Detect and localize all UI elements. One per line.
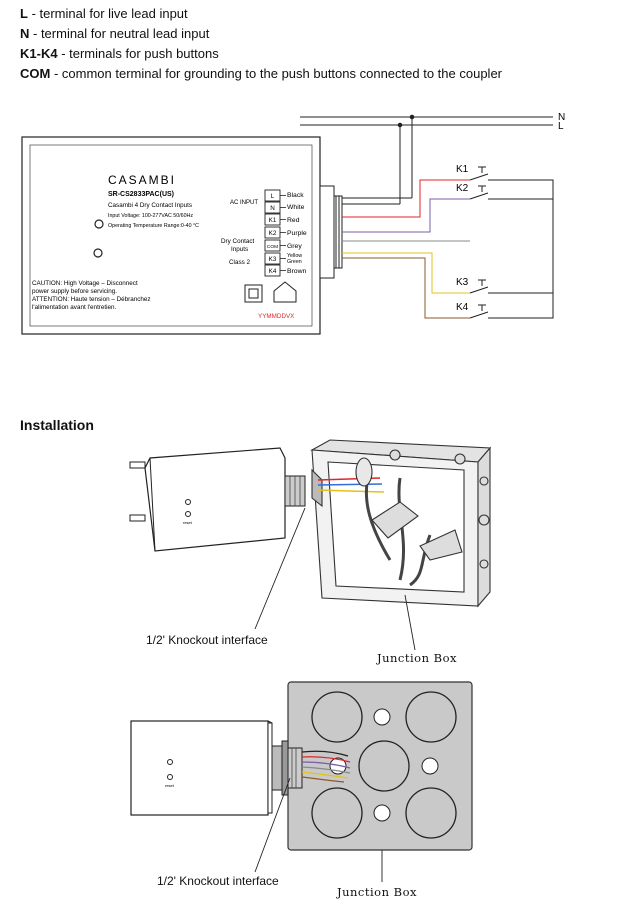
installation-device-1: reset — [129, 447, 306, 552]
button-label: K4 — [456, 302, 469, 313]
terminal-com: COM — [264, 239, 286, 252]
class-label: Class 2 — [229, 259, 250, 266]
wire-brown — [342, 257, 470, 319]
wire-label-purple: Purple — [287, 230, 307, 237]
wires — [342, 179, 554, 319]
legend-row-com: COM - common terminal for grounding to t… — [20, 66, 502, 81]
button-label: K1 — [456, 164, 469, 175]
push-button-k1: K1 — [456, 164, 489, 181]
ac-input-label: AC INPUT — [230, 200, 258, 206]
junction-callout-2: Junction Box — [337, 885, 418, 899]
button-label: K3 — [456, 277, 469, 288]
push-button-k3: K3 — [456, 277, 489, 294]
label-n: N — [558, 112, 565, 123]
terminal-label: COM — [267, 244, 278, 250]
wire-label-brown: Brown — [287, 268, 306, 275]
legend-row-k: K1-K4 - terminals for push buttons — [20, 46, 219, 61]
terminal-label: N — [270, 205, 275, 212]
push-button-k4: K4 — [456, 302, 489, 319]
wire-yellow — [342, 252, 470, 294]
junction-box-3d — [310, 439, 492, 608]
caution-line-2: power supply before servicing. — [32, 288, 117, 295]
knockout-callout-2: 1/2' Knockout interface — [157, 874, 279, 888]
terminal-label: L — [271, 193, 275, 200]
terminal-n: N — [264, 201, 286, 214]
attention-line-1: ATTENTION: Haute tension – Débranchez — [32, 296, 151, 303]
junction-box-top — [287, 681, 473, 851]
wire-label-green: Green — [287, 259, 302, 265]
legend-row-l: L - terminal for live lead input — [20, 6, 188, 21]
wire-label-white: White — [287, 204, 305, 211]
wire-label-red: Red — [287, 217, 300, 224]
terminal-label: K1 — [269, 217, 277, 224]
installation-wires-2 — [301, 750, 351, 783]
date-code: YYMMDDVX — [258, 313, 295, 320]
cable-gland — [319, 185, 343, 279]
terminal-label: K2 — [269, 230, 277, 237]
junction-callout-1: Junction Box — [377, 651, 458, 665]
legend-row-n: N - terminal for neutral lead input — [20, 26, 210, 41]
device-temp: Operating Temperature Range:0-40 °C — [108, 223, 199, 229]
wire-label-yellow: Yellow — [287, 253, 302, 259]
device-model: SR-CS2833PAC(US) — [108, 191, 174, 198]
dry-contact-label-1: Dry Contact — [221, 238, 254, 245]
double-insulation-icon — [244, 284, 263, 303]
wire-label-grey: Grey — [287, 243, 302, 250]
svg-text:reset: reset — [165, 783, 175, 788]
wire-purple — [342, 198, 470, 233]
installation-title: Installation — [20, 417, 94, 433]
brand-logo: CASAMBI — [108, 173, 176, 187]
wire-red — [342, 179, 470, 218]
caution-line-1: CAUTION: High Voltage – Disconnect — [32, 280, 138, 287]
terminal-k4: K4 — [264, 264, 286, 277]
terminal-legend: L - terminal for live lead input N - ter… — [20, 4, 502, 84]
terminal-k1: K1 — [264, 213, 286, 226]
installation-device-2: reset — [130, 720, 303, 816]
terminal-k3: K3 — [264, 252, 286, 265]
attention-line-2: l'alimentation avant l'entretien. — [32, 304, 117, 311]
label-l: L — [558, 121, 564, 132]
svg-text:reset: reset — [183, 520, 193, 525]
device-voltage: Input Voltage: 100-277VAC 50/60Hz — [108, 213, 193, 219]
reset-button-icon — [93, 248, 103, 258]
terminal-k2: K2 — [264, 226, 286, 239]
terminal-label: K4 — [269, 268, 277, 275]
device-name: Casambi 4 Dry Contact Inputs — [108, 202, 192, 209]
terminal-l: L — [264, 189, 286, 202]
terminal-label: K3 — [269, 256, 277, 263]
mains-lines — [300, 114, 553, 204]
indoor-use-icon — [273, 281, 297, 303]
button-label: K2 — [456, 183, 469, 194]
push-button-k2: K2 — [456, 183, 489, 200]
dry-contact-label-2: Inputs — [231, 246, 248, 253]
wire-label-black: Black — [287, 192, 304, 199]
knockout-callout-1: 1/2' Knockout interface — [146, 633, 268, 647]
led-icon — [94, 219, 104, 229]
